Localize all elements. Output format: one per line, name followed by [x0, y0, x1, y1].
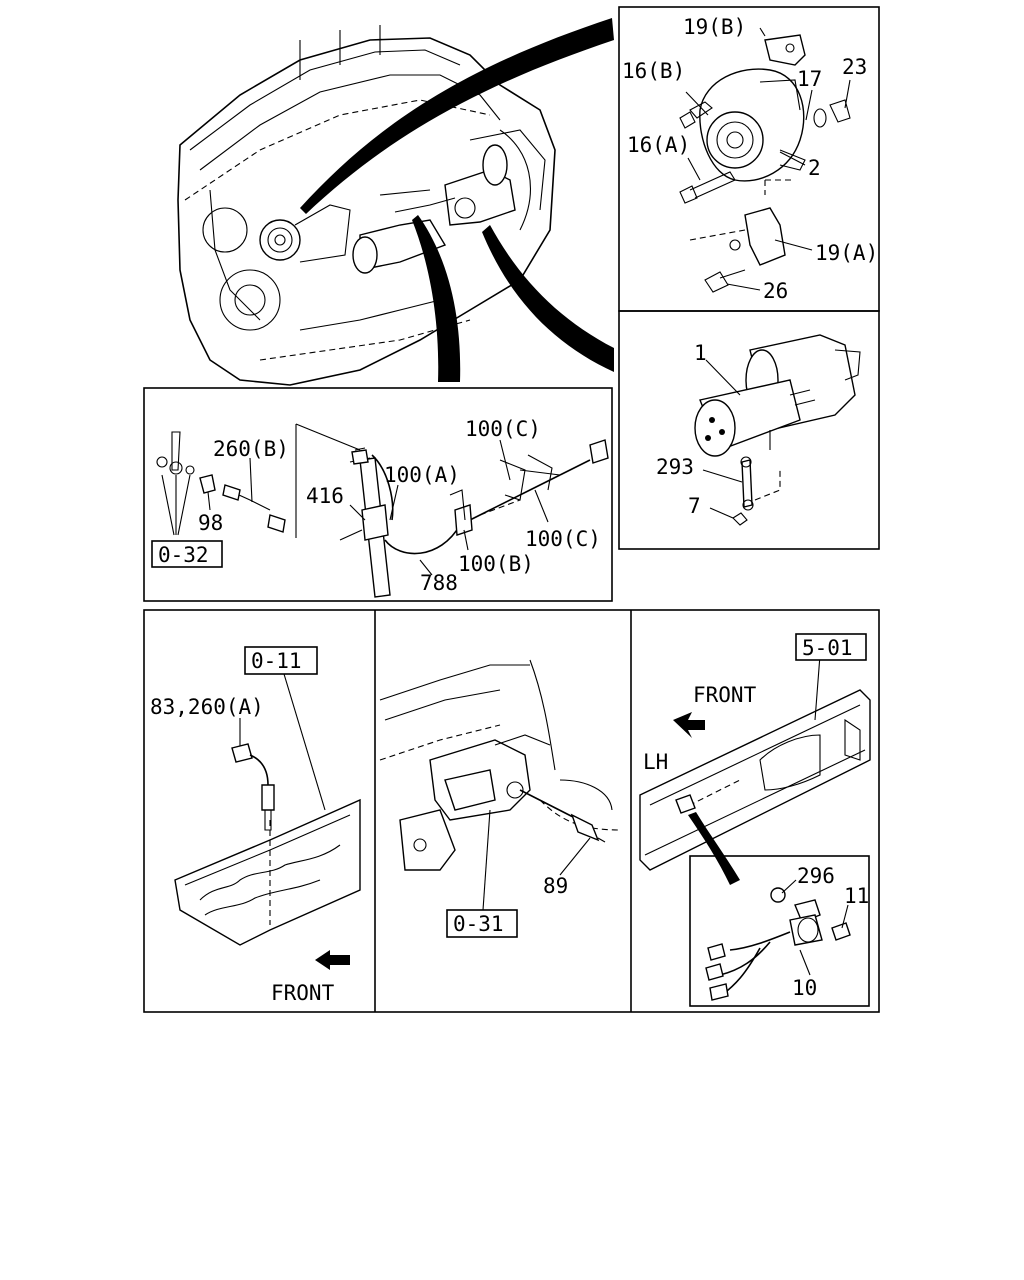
ref-0-31: 0-31: [453, 912, 504, 936]
ref-5-01: 5-01: [802, 636, 853, 660]
callout-100c-right: 100(C): [525, 527, 601, 551]
detail-pointer-chassis: [688, 812, 740, 885]
chassis-leaders: [781, 654, 849, 976]
front-arrow-head: [315, 950, 350, 970]
callout-17: 17: [797, 67, 822, 91]
bottom-row-frame: [143, 609, 880, 1013]
front-label-head: FRONT: [271, 981, 335, 1005]
front-arrow-chassis: [673, 712, 705, 738]
starter-motor-illustration: [694, 334, 861, 526]
chassis-frame-illustration: [639, 689, 871, 871]
switch-detail-illustration: [705, 887, 851, 1001]
starter-leaders: [702, 359, 781, 519]
callout-260b: 260(B): [213, 437, 289, 461]
alternator-illustration: [679, 34, 851, 293]
switch-detail-panel: [689, 855, 870, 1007]
ref-box-0-32: [151, 540, 223, 568]
front-label-chassis: FRONT: [693, 683, 757, 707]
pump-leaders: [482, 809, 591, 911]
callout-100a: 100(A): [384, 463, 460, 487]
lh-label: LH: [643, 750, 668, 774]
callout-293: 293: [656, 455, 694, 479]
callout-19a: 19(A): [815, 241, 878, 265]
callout-83-260a: 83,260(A): [150, 695, 264, 719]
harness-illustration: [156, 431, 609, 598]
callout-98: 98: [198, 511, 223, 535]
starter-panel: [618, 310, 880, 550]
injection-pump-illustration: [379, 659, 621, 871]
ref-0-11: 0-11: [251, 649, 302, 673]
ref-box-0-31: [446, 909, 518, 938]
callout-23: 23: [842, 55, 867, 79]
callout-10: 10: [792, 976, 817, 1000]
harness-leaders: [161, 423, 549, 576]
callout-1: 1: [694, 341, 707, 365]
alternator-leaders: [685, 27, 851, 291]
callout-788: 788: [420, 571, 458, 595]
callout-89: 89: [543, 874, 568, 898]
ref-0-32: 0-32: [158, 543, 209, 567]
cylinder-head-illustration: [174, 743, 361, 946]
harness-panel: [143, 387, 613, 602]
ref-box-0-11: [244, 646, 318, 675]
callout-296: 296: [797, 864, 835, 888]
callout-100c-top: 100(C): [465, 417, 541, 441]
callout-7: 7: [688, 494, 701, 518]
callout-26: 26: [763, 279, 788, 303]
head-leaders: [239, 673, 326, 811]
callout-2: 2: [808, 156, 821, 180]
engine-overview-illustration: [177, 18, 614, 386]
callout-16b: 16(B): [622, 59, 685, 83]
callout-416: 416: [306, 484, 344, 508]
callout-11: 11: [844, 884, 869, 908]
callout-19b: 19(B): [683, 15, 746, 39]
ref-box-5-01: [795, 633, 867, 661]
callout-16a: 16(A): [627, 133, 690, 157]
callout-100b: 100(B): [458, 552, 534, 576]
